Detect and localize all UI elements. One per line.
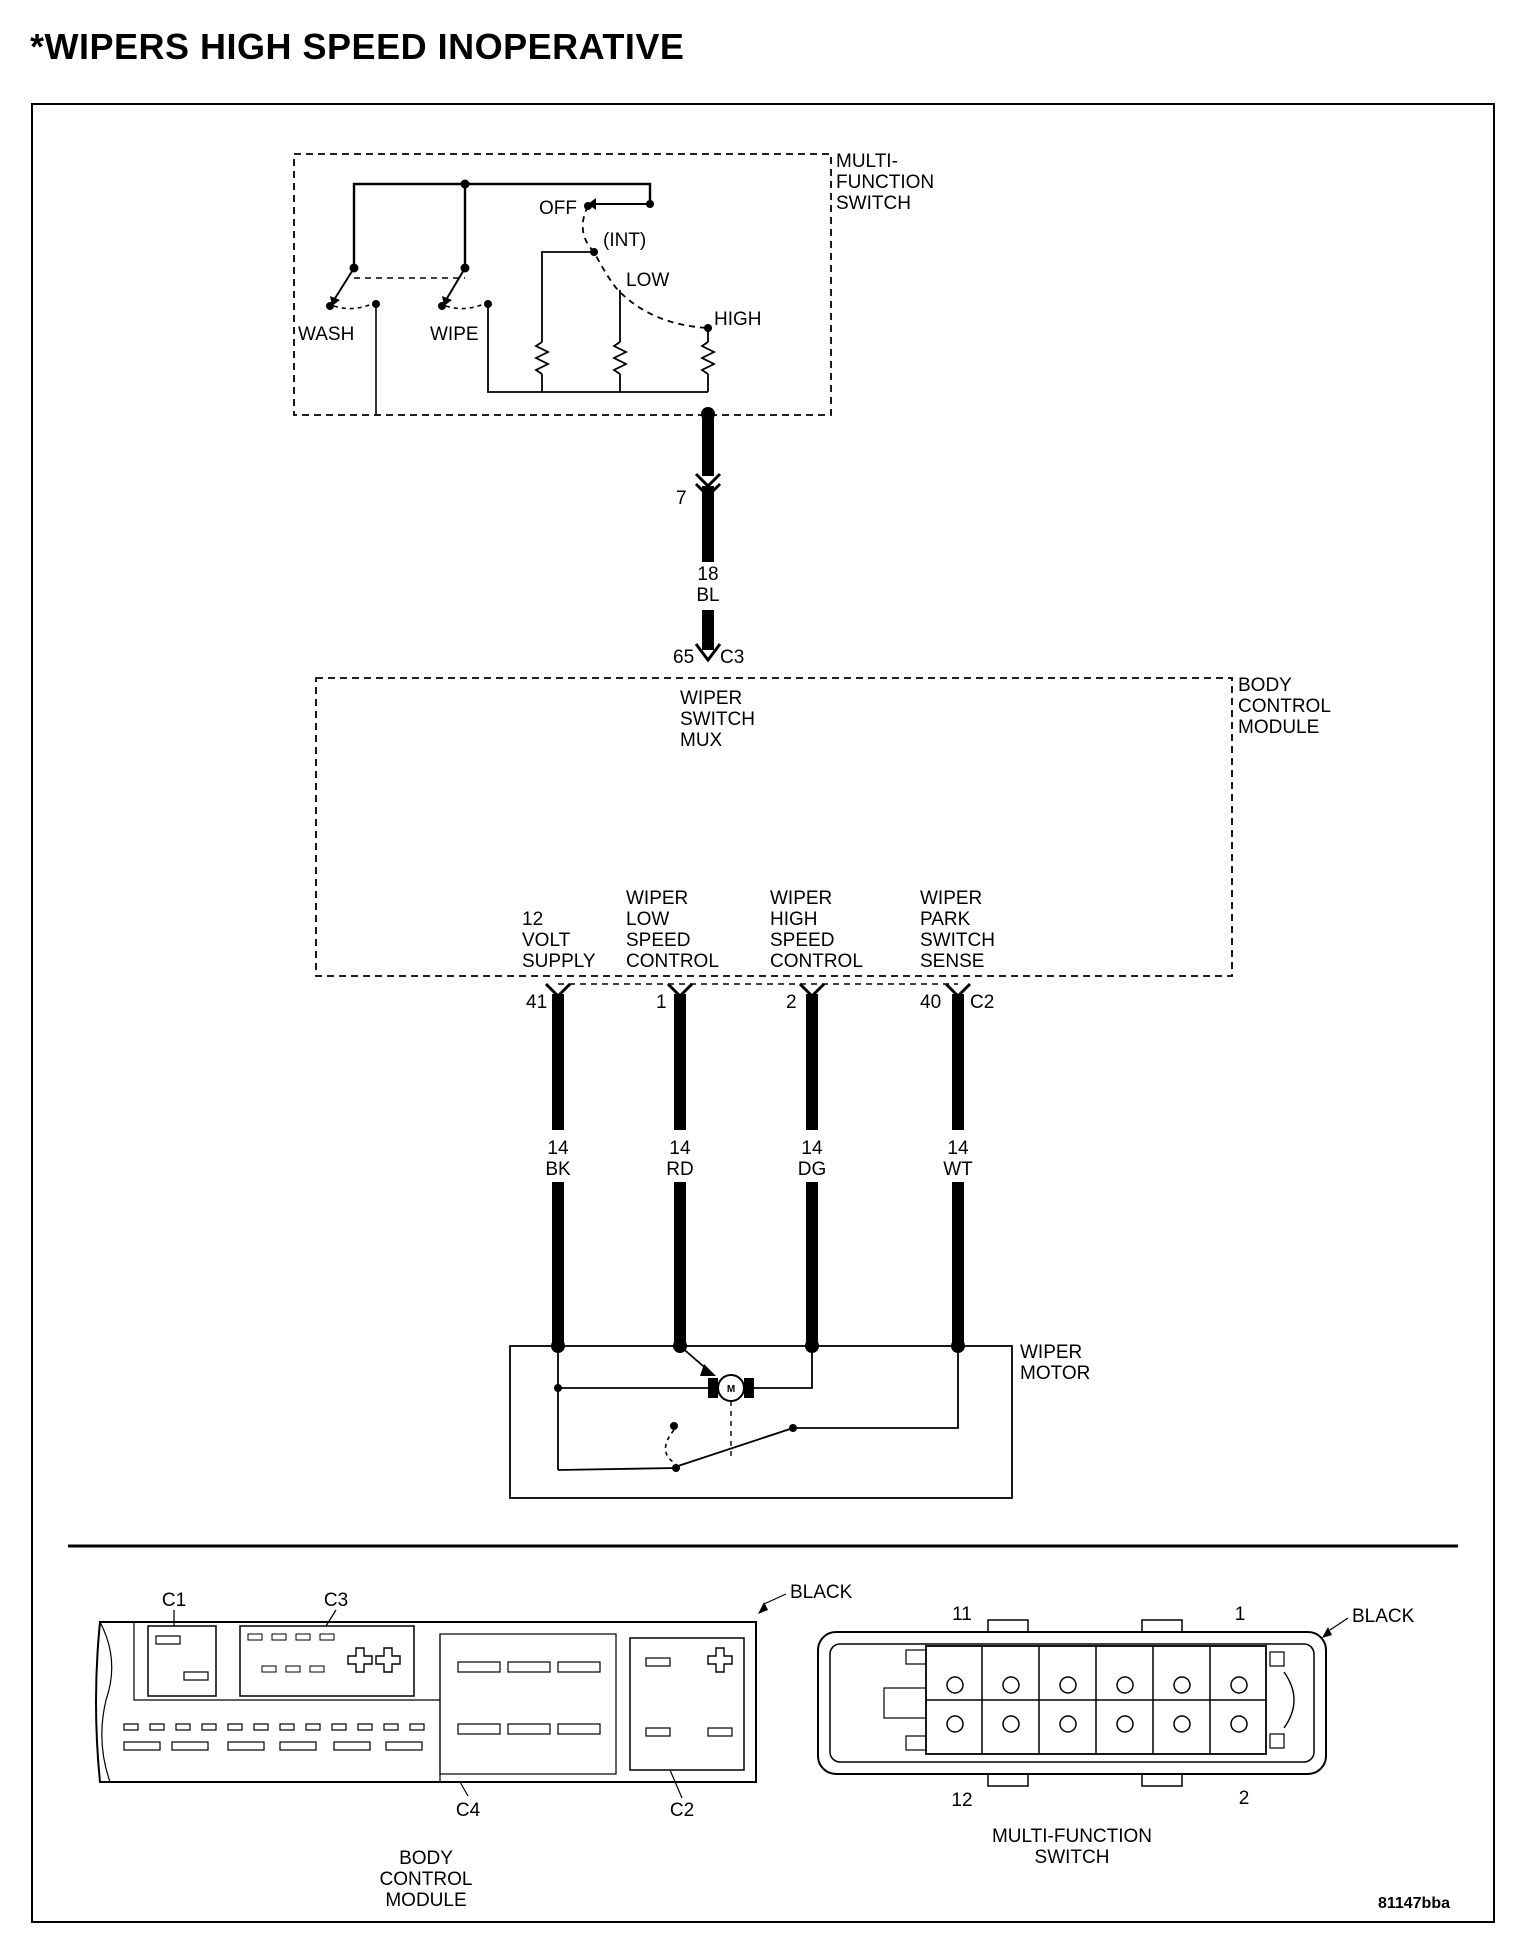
bcm-view-label-line-1: BODY xyxy=(399,1848,453,1869)
bcm-output-wires: 41 14 BK 1 14 RD 2 14 DG 40 C2 14 WT xyxy=(526,982,994,1344)
bcm-view-label-line-2: CONTROL xyxy=(380,1869,473,1890)
bcm-label-line-3: MODULE xyxy=(1238,717,1319,738)
mfs-view-label-line-1: MULTI-FUNCTION xyxy=(992,1826,1152,1847)
pin-1: 1 xyxy=(656,992,667,1013)
wire-wt-gauge: 14 xyxy=(947,1138,969,1159)
wiper-motor-label-line-1: WIPER xyxy=(1020,1342,1082,1363)
bcm-circuit-3-line-3: SWITCH xyxy=(920,930,995,951)
bcm-label-line-1: BODY xyxy=(1238,675,1292,696)
pin-40: 40 xyxy=(920,992,941,1013)
wire-dg-color: DG xyxy=(798,1159,827,1180)
pin-41: 41 xyxy=(526,992,547,1013)
bcm-c3-cavity xyxy=(239,1625,415,1697)
bcm-circuit-0-line-2: VOLT xyxy=(522,930,571,951)
bcm-circuit-1-line-2: LOW xyxy=(626,909,669,930)
mfs-dashed-box xyxy=(293,153,832,416)
mfs-pos-int: (INT) xyxy=(603,230,646,251)
switch-wire-gauge: 18 xyxy=(697,564,718,585)
bcm-circuit-0-line-3: SUPPLY xyxy=(522,951,596,972)
mfs-label-line-3: SWITCH xyxy=(836,193,911,214)
mfs-label-line-2: FUNCTION xyxy=(836,172,934,193)
wire-bk-color: BK xyxy=(545,1159,571,1180)
mfs-pos-high: HIGH xyxy=(714,309,762,330)
bcm-mux-line-1: WIPER xyxy=(680,688,742,709)
bcm-circuit-3-line-1: WIPER xyxy=(920,888,982,909)
bcm-connector-view: C1 C3 C4 xyxy=(95,1582,853,1911)
wiper-motor: WIPER MOTOR M xyxy=(509,1339,1090,1499)
mfs-label-line-1: MULTI- xyxy=(836,151,898,172)
bcm-connector-c2: C2 xyxy=(970,992,994,1013)
bcm-connector-c3: C3 xyxy=(720,647,744,668)
mfs-pin-11: 11 xyxy=(952,1604,972,1625)
bcm-circuit-1-line-1: WIPER xyxy=(626,888,688,909)
wire-switch-to-bcm: 7 18 BL 65 C3 xyxy=(673,414,744,668)
bcm-label-line-2: CONTROL xyxy=(1238,696,1331,717)
mfs-pin-12: 12 xyxy=(951,1790,972,1811)
bcm-mux-line-2: SWITCH xyxy=(680,709,755,730)
mfs-connector-color: BLACK xyxy=(1352,1606,1415,1627)
wire-bk-gauge: 14 xyxy=(547,1138,569,1159)
bcm-c1-label: C1 xyxy=(162,1590,186,1611)
bcm-circuit-3-line-4: SENSE xyxy=(920,951,984,972)
resistor-high xyxy=(699,341,717,375)
mfs-top-bus xyxy=(352,182,652,268)
bcm-circuit-2-line-3: SPEED xyxy=(770,930,834,951)
mfs-pos-low: LOW xyxy=(626,270,669,291)
pin-2: 2 xyxy=(786,992,797,1013)
mfs-view-label-line-2: SWITCH xyxy=(1035,1847,1110,1868)
switch-connector-pin: 7 xyxy=(676,488,687,509)
bcm-circuit-2-line-2: HIGH xyxy=(770,909,818,930)
mfs-pin-1: 1 xyxy=(1235,1604,1246,1625)
mfs-connector-view: 11 1 12 2 BLACK MULTI-FUNCTION SWITCH xyxy=(817,1604,1415,1868)
bcm-pin-65: 65 xyxy=(673,647,694,668)
bcm-circuit-1-line-4: CONTROL xyxy=(626,951,719,972)
bcm-circuit-3-line-2: PARK xyxy=(920,909,971,930)
bcm-connector-color: BLACK xyxy=(790,1582,853,1603)
mfs-pos-wash: WASH xyxy=(298,324,354,345)
mfs-pos-off: OFF xyxy=(539,198,577,219)
bcm-circuit-1-line-3: SPEED xyxy=(626,930,690,951)
bcm-mux-line-3: MUX xyxy=(680,730,723,751)
bcm-c4-label: C4 xyxy=(456,1800,481,1821)
body-control-module: BODY CONTROL MODULE WIPER SWITCH MUX 12 … xyxy=(315,675,1331,977)
bcm-circuit-2-line-1: WIPER xyxy=(770,888,832,909)
switch-wire-color: BL xyxy=(696,585,719,606)
bcm-c1-cavity xyxy=(147,1625,217,1697)
motor-symbol-letter: M xyxy=(727,1384,735,1395)
bcm-circuit-0-line-1: 12 xyxy=(522,909,543,930)
wiper-motor-box xyxy=(509,1345,1013,1499)
resistor-low xyxy=(611,341,629,375)
bcm-c2-label: C2 xyxy=(670,1800,694,1821)
outer-frame xyxy=(31,103,1495,1923)
wire-rd-gauge: 14 xyxy=(669,1138,691,1159)
multifunction-switch: MULTI- FUNCTION SWITCH OFF (INT) LOW HIG… xyxy=(293,151,934,421)
wiper-motor-label-line-2: MOTOR xyxy=(1020,1363,1090,1384)
mfs-selector-arc xyxy=(581,205,709,329)
bcm-c3-label: C3 xyxy=(324,1590,348,1611)
figure-id: 81147bba xyxy=(1378,1895,1450,1912)
mfs-pos-wipe: WIPE xyxy=(430,324,479,345)
bcm-view-label-line-3: MODULE xyxy=(385,1890,466,1911)
page-title: *WIPERS HIGH SPEED INOPERATIVE xyxy=(30,26,685,67)
resistor-int xyxy=(533,341,551,375)
bcm-circuit-2-line-4: CONTROL xyxy=(770,951,863,972)
wire-dg-gauge: 14 xyxy=(801,1138,823,1159)
bcm-dashed-box xyxy=(315,677,1233,977)
wire-rd-color: RD xyxy=(666,1159,693,1180)
mfs-pin-2: 2 xyxy=(1239,1788,1250,1809)
wire-wt-color: WT xyxy=(943,1159,973,1180)
